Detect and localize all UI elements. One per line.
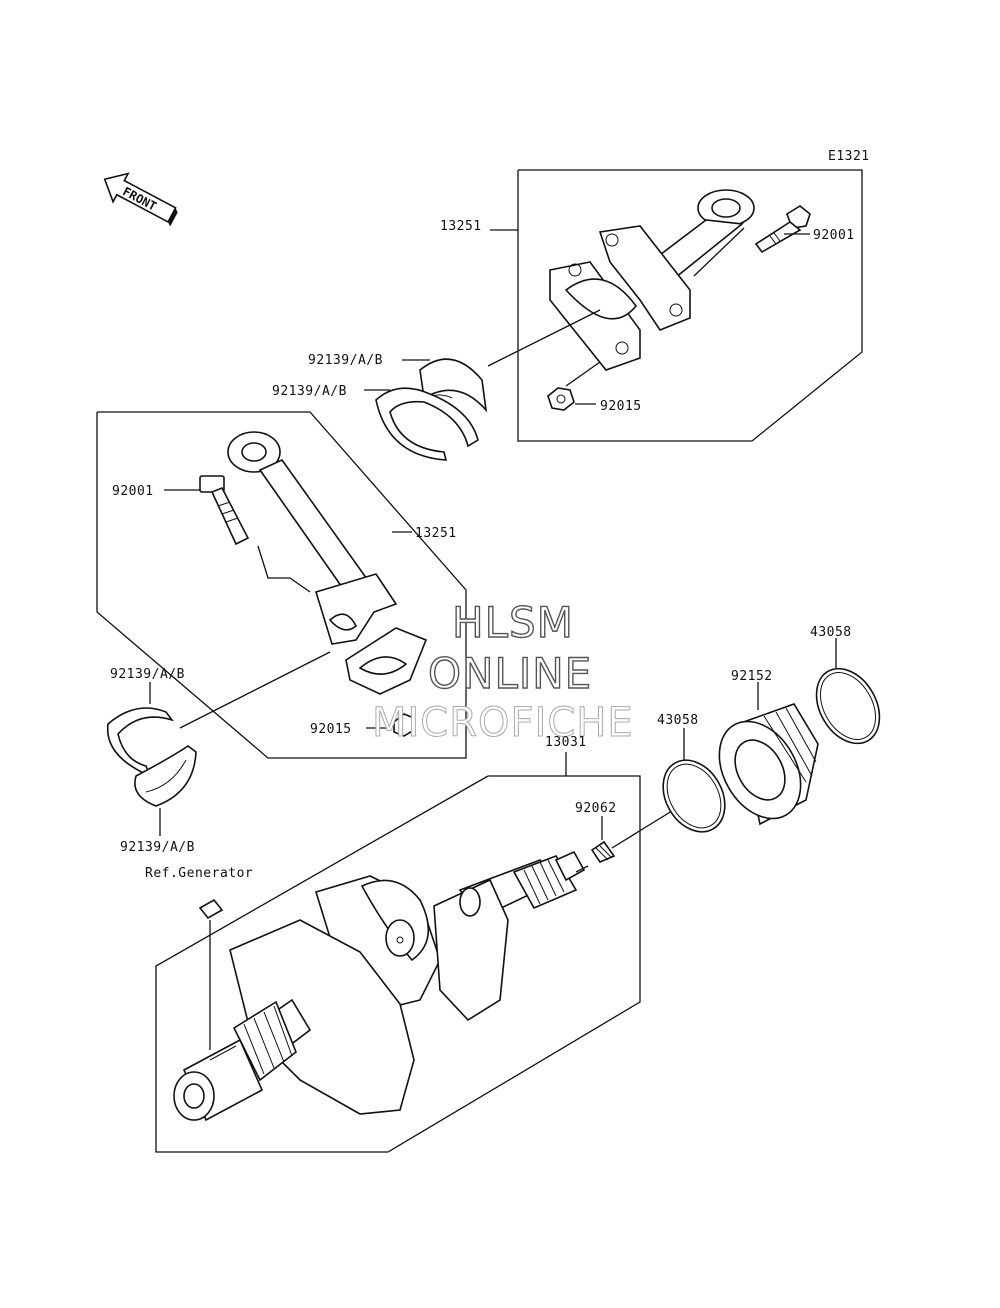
collar	[718, 703, 819, 826]
upper-nut	[547, 387, 575, 411]
o-ring-left	[662, 759, 726, 833]
callout-crankshaft: 13031	[545, 735, 587, 750]
callout-bolt-upper: 92001	[813, 228, 855, 243]
callout-collar: 92152	[731, 669, 773, 684]
callout-oring-right: 43058	[810, 625, 852, 640]
watermark-line-2: ONLINE	[428, 649, 592, 698]
lower-bolt	[199, 475, 250, 546]
callout-bearing-upper-1: 92139/A/B	[308, 353, 383, 368]
left-bearing-shell-bottom	[134, 745, 197, 807]
callout-ref-generator: Ref.Generator	[145, 866, 253, 881]
crankshaft	[173, 850, 586, 1122]
lower-group-frame	[96, 411, 467, 759]
upper-bearing-shell-2	[375, 387, 479, 461]
diagram-id: E1321	[828, 149, 870, 164]
callout-bearing-left-bottom: 92139/A/B	[120, 840, 195, 855]
callout-rod-lower: 13251	[415, 526, 457, 541]
callout-nut-lower: 92015	[310, 722, 352, 737]
watermark: HLSM ONLINE MICROFICHE	[372, 597, 634, 746]
callout-rod-upper: 13251	[440, 219, 482, 234]
left-bearing-shell-top	[106, 707, 175, 778]
upper-bolt	[754, 205, 811, 254]
callout-bearing-upper-2: 92139/A/B	[272, 384, 347, 399]
callout-oring-left: 43058	[657, 713, 699, 728]
callout-bolt-lower: 92001	[112, 484, 154, 499]
upper-group-frame	[517, 169, 863, 442]
watermark-line-1: HLSM	[452, 598, 574, 647]
upper-connecting-rod	[549, 189, 755, 371]
plug	[590, 840, 616, 863]
lower-connecting-rod	[227, 431, 428, 695]
callout-bearing-left-top: 92139/A/B	[110, 667, 185, 682]
woodruff-key	[198, 898, 224, 920]
callout-plug: 92062	[575, 801, 617, 816]
o-ring-right	[815, 667, 881, 745]
crankshaft-group-frame	[155, 775, 641, 1153]
watermark-line-3: MICROFICHE	[372, 700, 634, 746]
callout-nut-upper: 92015	[600, 399, 642, 414]
lower-nut	[393, 713, 415, 737]
front-arrow-icon: FRONT	[103, 172, 178, 227]
